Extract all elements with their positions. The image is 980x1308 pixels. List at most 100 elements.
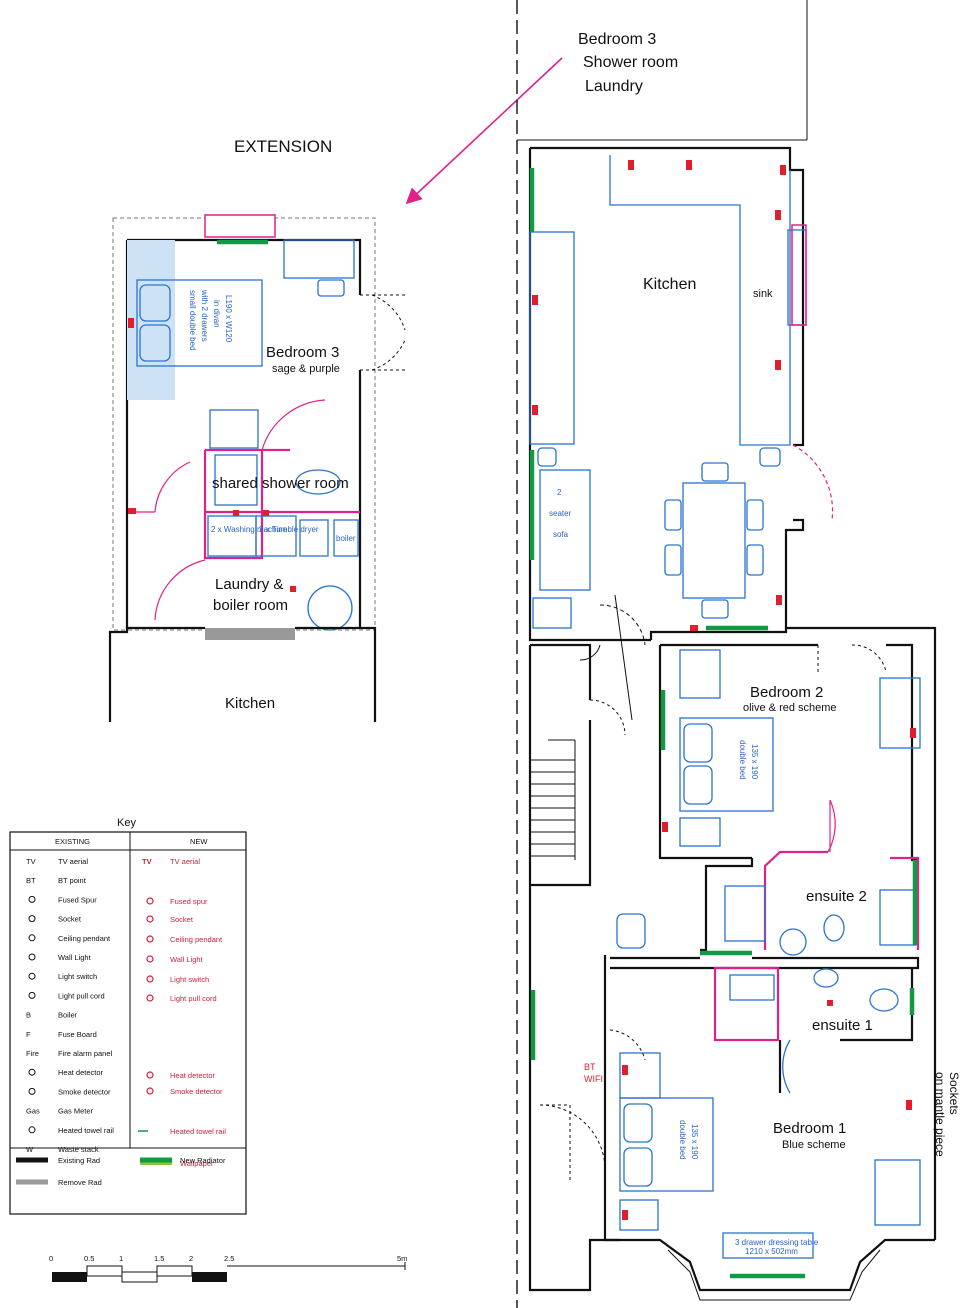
bedroom-1: Bedroom 1 Blue scheme double bed 135 x 1…: [539, 1029, 921, 1259]
sofa-line-2: seater: [549, 509, 572, 518]
bedroom-2-scheme: olive & red scheme: [743, 702, 837, 714]
key-col-existing: EXISTING: [55, 837, 90, 846]
ensuite-1: ensuite 1: [713, 966, 899, 1094]
key-existing-symbol-icon: [28, 1068, 36, 1076]
key-new-symbol-icon: [146, 915, 154, 923]
key-existing-symbol: BT: [26, 876, 36, 885]
scale-tick-label: 0.5: [84, 1254, 94, 1263]
key-existing-symbol-icon: [28, 934, 36, 942]
key-existing-label: TV aerial: [58, 857, 88, 866]
key-new-label: Light pull cord: [170, 994, 217, 1003]
bedroom-2-label: Bedroom 2: [750, 684, 823, 701]
arrow-note-line-1: Bedroom 3: [578, 31, 656, 48]
bed3-line-1: small double bed: [188, 290, 197, 350]
sofa-line-1: 2: [557, 488, 562, 497]
dining-table: [664, 462, 764, 619]
sofa-line-3: sofa: [553, 530, 569, 539]
arrow-note: Bedroom 3 Shower room Laundry: [405, 31, 678, 205]
key-new-label: Smoke detector: [170, 1087, 223, 1096]
key-existing-symbol: B: [26, 1011, 31, 1020]
kitchen-ext-label: Kitchen: [225, 695, 275, 712]
key-existing-label: Smoke detector: [58, 1087, 111, 1096]
shower-room-label: shared shower room: [212, 475, 349, 492]
key-new-label: Heated towel rail: [170, 1127, 226, 1136]
arrow-note-line-2: Shower room: [583, 54, 678, 71]
key-existing-label: Fused Spur: [58, 895, 97, 904]
dressing-table-line-2: 1210 x 502mm: [745, 1247, 798, 1256]
boiler-label: boiler: [336, 534, 356, 543]
key-new-label: Socket: [170, 915, 194, 924]
key-remove-rad: Remove Rad: [58, 1178, 102, 1187]
scale-tick-label: 2.5: [224, 1254, 234, 1263]
double-bed-1-line-2: 135 x 190: [690, 1124, 699, 1160]
laundry-line-1: Laundry &: [215, 576, 283, 593]
key-existing-label: Heat detector: [58, 1068, 104, 1077]
bedroom-1-label: Bedroom 1: [773, 1120, 846, 1137]
key-existing-symbol: Gas: [26, 1107, 40, 1116]
sockets-note-line-1: Sockets: [947, 1072, 961, 1115]
bedroom-2: Bedroom 2 olive & red scheme double bed …: [679, 649, 921, 847]
sockets-note-line-2: on mantle piece: [933, 1072, 947, 1157]
key-col-new: NEW: [190, 837, 208, 846]
key-title: Key: [117, 817, 136, 829]
key-existing-label: BT point: [58, 876, 87, 885]
scale-tick-label: 0: [49, 1254, 53, 1263]
main-walls: [528, 146, 937, 1301]
ensuite-2-label: ensuite 2: [806, 888, 867, 905]
bed3-line-4: L190 x W120: [224, 295, 233, 343]
ensuite-2: ensuite 2: [616, 799, 920, 956]
key-new-label: TV aerial: [170, 857, 200, 866]
key-existing-symbol: Fire: [26, 1049, 39, 1058]
key-existing-label: Boiler: [58, 1011, 78, 1020]
key-existing-symbol-icon: [28, 972, 36, 980]
key-existing-symbol-icon: [28, 915, 36, 923]
key-existing-symbol-icon: [28, 1087, 36, 1095]
key-new-symbol-icon: [146, 994, 154, 1002]
key-existing-label: Wall Light: [58, 953, 92, 962]
key-new-symbol-icon: [146, 897, 154, 905]
electrical-points-main: [532, 160, 916, 1220]
key-existing-label: Fire alarm panel: [58, 1049, 113, 1058]
sink-label: sink: [753, 288, 773, 300]
pointer-arrow: [405, 57, 563, 205]
key-existing-symbol-icon: [28, 1126, 36, 1134]
key-new-symbol-icon: [146, 955, 154, 963]
key-existing-symbol: F: [26, 1030, 31, 1039]
key-existing-label: Light pull cord: [58, 991, 105, 1000]
bedroom-1-scheme: Blue scheme: [782, 1139, 846, 1151]
key-new-symbol-icon: [146, 975, 154, 983]
key-existing-symbol-icon: [28, 991, 36, 999]
bedroom-3-scheme: sage & purple: [272, 363, 340, 375]
key-new-symbol-icon: [146, 935, 154, 943]
arrow-note-line-3: Laundry: [585, 78, 643, 95]
key-existing-symbol: TV: [26, 857, 36, 866]
key-existing-label: Fuse Board: [58, 1030, 97, 1039]
bed3-line-2: with 2 drawers: [200, 289, 209, 342]
key-existing-label: Gas Meter: [58, 1107, 94, 1116]
bed3-line-3: in divan: [212, 300, 221, 328]
key-existing-symbol-icon: [28, 953, 36, 961]
tumble-dryer-label: 2 x Tumble dryer: [259, 525, 319, 534]
key-new-label: Fused spur: [170, 897, 208, 906]
key-existing-label: Socket: [58, 915, 82, 924]
key-new-label: Wallpaper: [180, 1159, 214, 1168]
double-bed-2-line-1: double bed: [738, 740, 747, 780]
scale-tick-label: 1.5: [154, 1254, 164, 1263]
scale-tick-label: 1: [119, 1254, 123, 1263]
key-new-label: Wall Light: [170, 955, 204, 964]
key-new-label: Light switch: [170, 975, 209, 984]
kitchen-label: Kitchen: [643, 276, 696, 293]
new-radiators-main: [529, 168, 918, 1279]
bt-label: BT: [584, 1062, 596, 1072]
extension-plan: small double bed with 2 drawers in divan…: [108, 214, 406, 722]
key-existing-symbol-icon: [28, 895, 36, 903]
sockets-note: Sockets on mantle piece: [933, 1072, 961, 1157]
key-existing-label: Ceiling pendant: [58, 934, 111, 943]
dressing-table-line-1: 3 drawer dressing table: [735, 1238, 819, 1247]
extension-title: EXTENSION: [234, 137, 332, 156]
wifi-label: WIFI: [584, 1074, 603, 1084]
key-existing-symbol: W: [26, 1145, 34, 1154]
sofa: 2 seater sofa: [549, 488, 572, 539]
